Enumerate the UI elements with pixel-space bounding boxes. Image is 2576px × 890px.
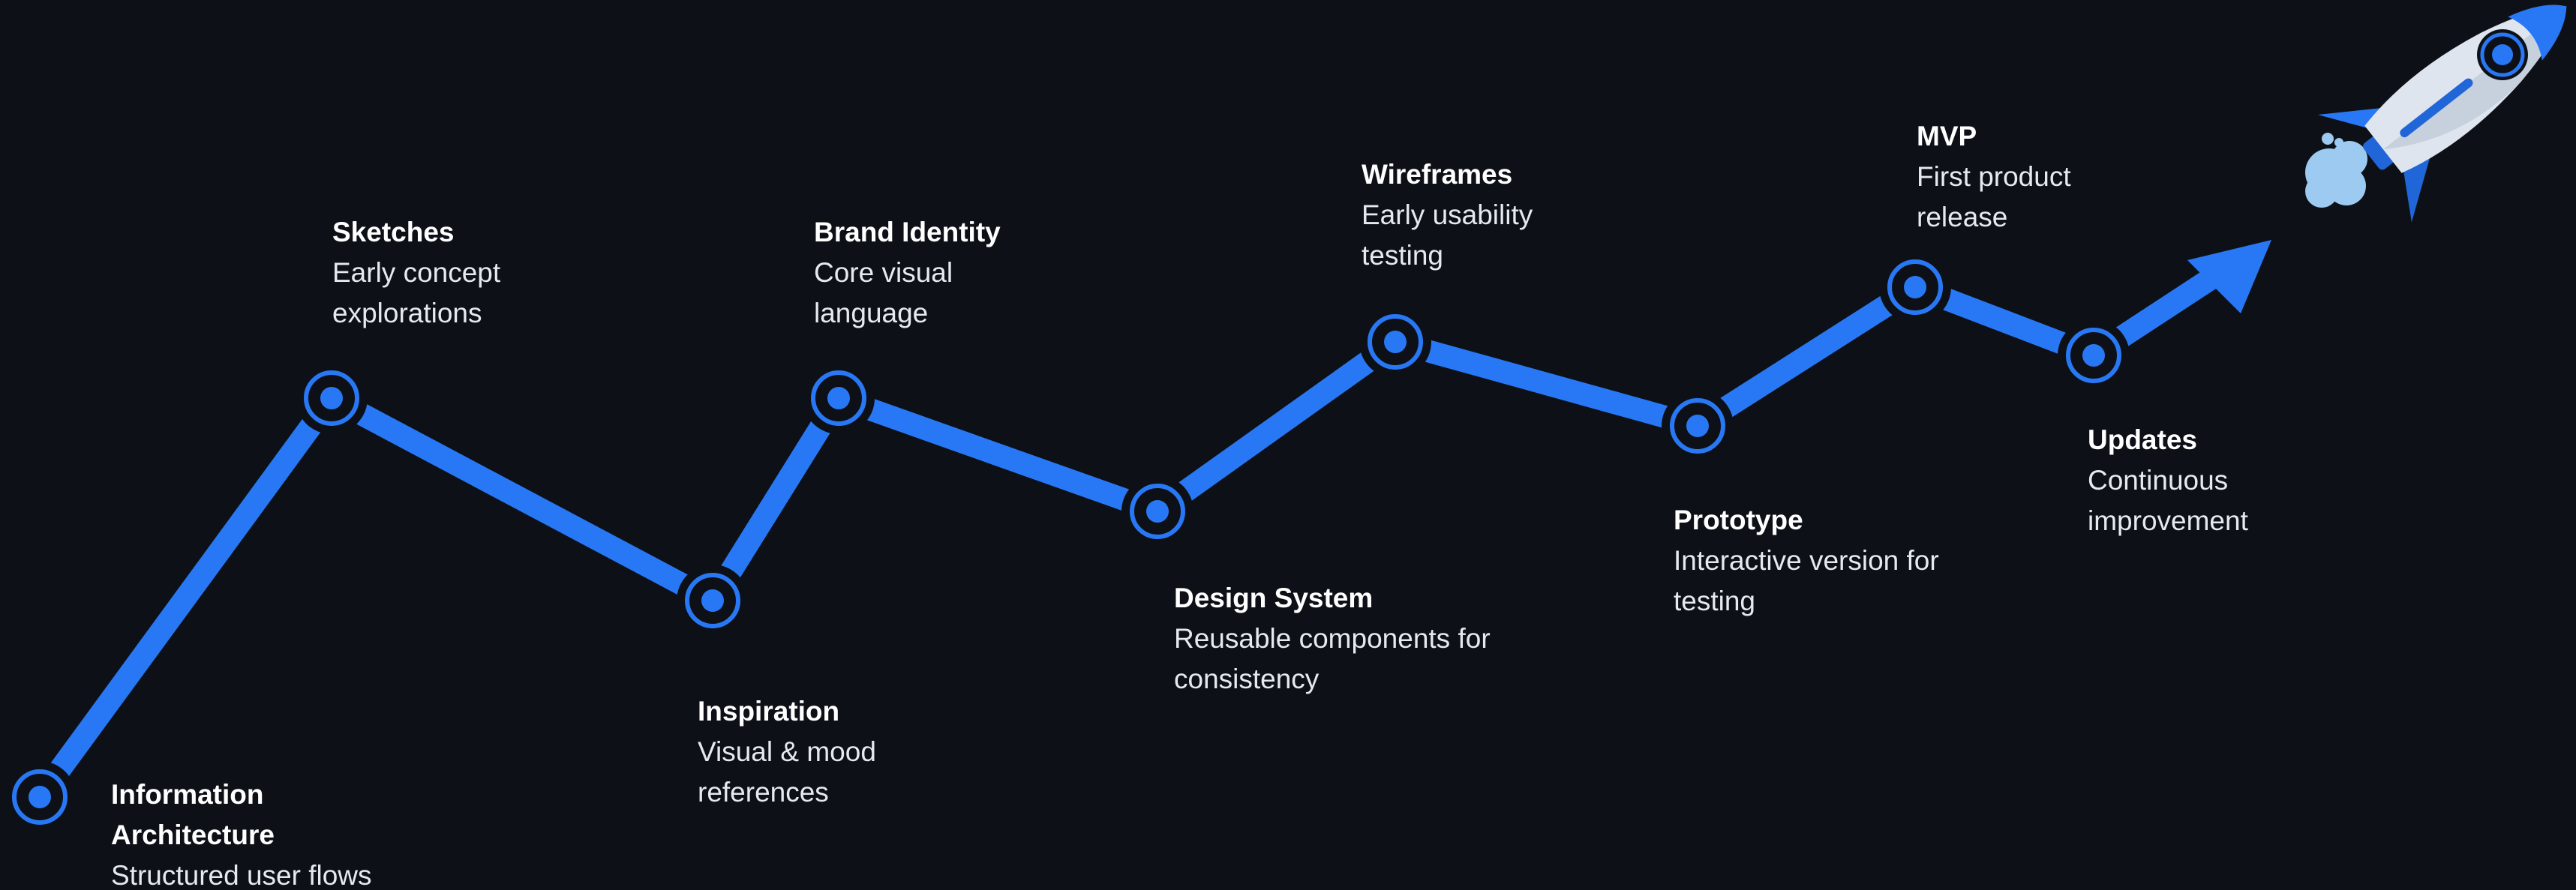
path-nodes [4, 251, 2130, 833]
milestone-description: Core visual language [814, 257, 953, 328]
milestone-node-icon [2058, 319, 2130, 391]
milestone-description: Early concept explorations [332, 257, 501, 328]
milestone-label-wireframes: Wireframes Early usability testing [1362, 154, 1587, 276]
path-segment [1691, 277, 1922, 436]
milestone-label-information-architecture: Information Architecture Structured user… [111, 775, 426, 890]
milestone-node-icon [296, 362, 368, 434]
milestone-title: Wireframes [1362, 159, 1513, 190]
milestone-label-sketches: Sketches Early concept explorations [332, 212, 557, 334]
milestone-label-mvp: MVP First product release [1917, 116, 2127, 238]
milestone-title: Inspiration [698, 696, 840, 727]
path-segment [30, 391, 341, 804]
exhaust-cloud [2305, 133, 2367, 208]
milestone-node-icon [1359, 306, 1431, 378]
milestone-description: First product release [1917, 161, 2071, 232]
milestone-description: Early usability testing [1362, 199, 1533, 271]
milestone-label-design-system: Design System Reusable components for co… [1174, 578, 1504, 700]
milestone-label-brand-identity: Brand Identity Core visual language [814, 212, 1039, 334]
milestone-title: Brand Identity [814, 217, 1001, 247]
milestone-title: Information Architecture [111, 779, 275, 850]
milestone-label-prototype: Prototype Interactive version for testin… [1674, 500, 1959, 622]
milestone-label-inspiration: Inspiration Visual & mood references [698, 691, 923, 813]
milestone-node-icon [803, 362, 875, 434]
milestone-description: Visual & mood references [698, 736, 876, 808]
rocket-icon [2305, 4, 2567, 223]
path-segment [703, 392, 848, 607]
milestone-node-icon [677, 565, 749, 637]
milestone-node-icon [1662, 390, 1734, 462]
milestone-description: Structured user flows [111, 860, 372, 890]
milestone-node-icon [4, 761, 76, 833]
path-segments [30, 260, 2231, 804]
path-segment [1392, 331, 1701, 437]
path-segment [834, 387, 1162, 523]
milestone-label-updates: Updates Continuous improvement [2088, 420, 2313, 541]
arrow-head-icon [2187, 240, 2271, 313]
path-segment [326, 388, 719, 611]
path-segment [1151, 332, 1402, 521]
milestone-description: Reusable components for consistency [1174, 623, 1491, 694]
milestone-title: MVP [1917, 121, 1977, 151]
milestone-description: Interactive version for testing [1674, 545, 1939, 616]
milestone-node-icon [1879, 251, 1951, 323]
milestone-node-icon [1121, 475, 1193, 547]
milestone-title: Design System [1174, 583, 1374, 613]
milestone-description: Continuous improvement [2088, 465, 2248, 536]
milestone-title: Sketches [332, 217, 455, 247]
milestone-title: Updates [2088, 424, 2197, 455]
milestone-title: Prototype [1674, 505, 1803, 535]
